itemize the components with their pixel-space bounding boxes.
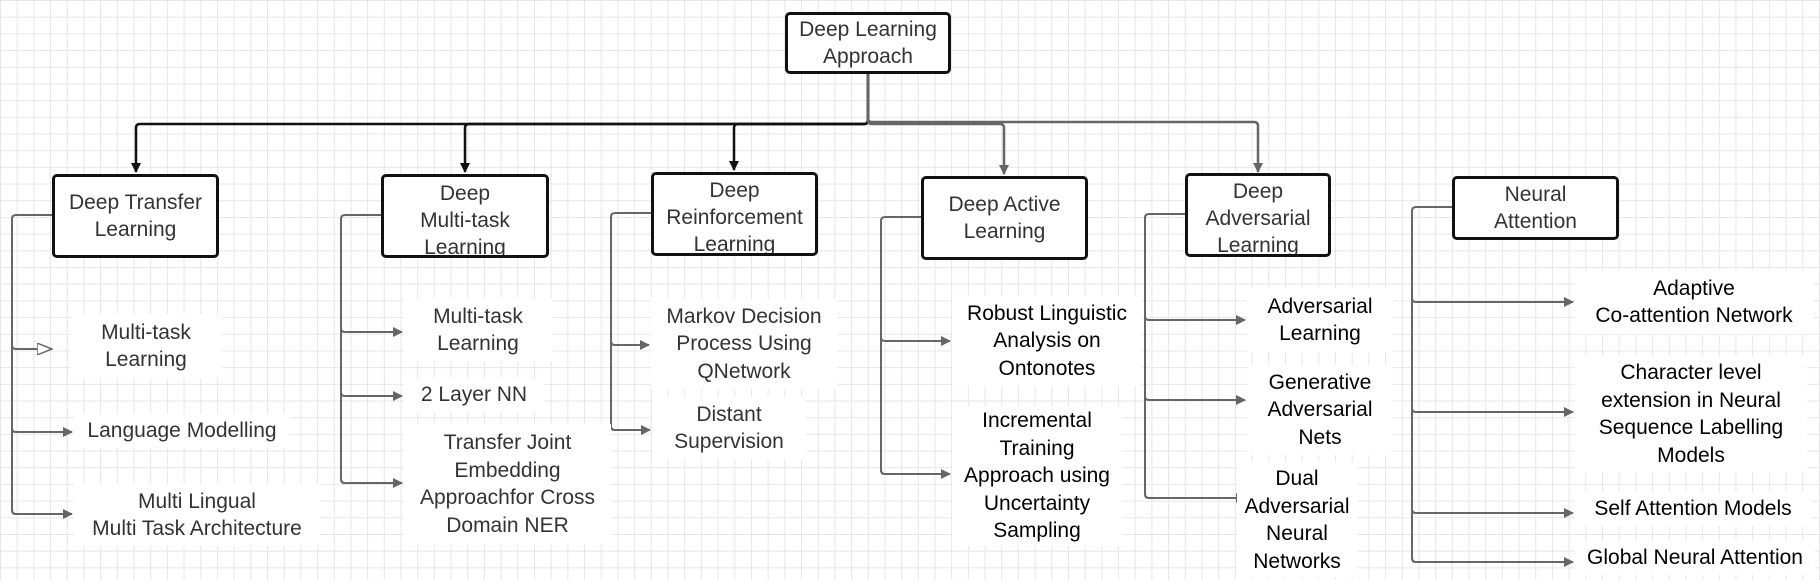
neural-attention-branch-line [1411, 206, 1453, 563]
leaf-incremental-training: Incremental Training Approach using Unce… [952, 406, 1122, 546]
deep-transfer-leaf-2-arrow [11, 427, 73, 437]
leaf-multi-lingual-multi-task-architecture: Multi Lingual Multi Task Architecture [74, 484, 320, 546]
leaf-markov-decision-process: Markov Decision Process Using QNetwork [651, 299, 837, 389]
deep-transfer-branch-line [11, 214, 53, 515]
deep-reinforcement-branch-line [610, 212, 652, 431]
leaf-language-modelling: Language Modelling [74, 414, 290, 448]
category-node-neural-attention[interactable]: Neural Attention [1452, 176, 1619, 240]
deep-reinforcement-leaf-2-arrow [610, 425, 651, 435]
deep-multitask-leaf-1-arrow [340, 327, 403, 337]
category-label: Deep Transfer Learning [68, 191, 203, 241]
leaf-generative-adversarial-nets: Generative Adversarial Nets [1247, 365, 1393, 455]
category-label: Deep Adversarial Learning [1205, 180, 1311, 257]
leaf-robust-linguistic-analysis: Robust Linguistic Analysis on Ontonotes [952, 296, 1142, 386]
category-label: Deep Reinforcement Learning [666, 179, 803, 256]
leaf-2-layer-nn: 2 Layer NN [404, 378, 544, 412]
category-node-deep-adversarial-learning[interactable]: Deep Adversarial Learning [1185, 173, 1331, 257]
leaf-distant-supervision: Distant Supervision [652, 397, 806, 459]
neural-attention-leaf-1-arrow [1411, 297, 1574, 307]
deep-adversarial-branch-line [1144, 213, 1186, 499]
leaf-self-attention-models: Self Attention Models [1575, 492, 1811, 526]
leaf-transfer-joint-embedding: Transfer Joint Embedding Approachfor Cro… [404, 424, 611, 544]
root-node-label: Deep Learning Approach [799, 18, 937, 68]
deep-multitask-leaf-2-arrow [340, 391, 403, 401]
root-to-deep-reinforcement-arrow [729, 72, 870, 171]
deep-multitask-leaf-3-arrow [340, 478, 403, 488]
leaf-multi-task-learning: Multi-task Learning [404, 298, 552, 362]
category-node-deep-active-learning[interactable]: Deep Active Learning [921, 176, 1088, 260]
leaf-dual-adversarial-neural-networks: Dual Adversarial Neural Networks [1237, 462, 1357, 578]
deep-active-branch-line [880, 216, 922, 475]
deep-adversarial-leaf-3-arrow [1144, 493, 1246, 503]
neural-attention-leaf-4-arrow [1411, 557, 1574, 567]
category-node-deep-transfer-learning[interactable]: Deep Transfer Learning [52, 174, 219, 258]
category-label: Deep Active Learning [948, 193, 1061, 243]
leaf-global-neural-attention: Global Neural Attention [1575, 541, 1815, 575]
deep-adversarial-leaf-1-arrow [1144, 315, 1246, 325]
leaf-multi-task-learning: Multi-task Learning [70, 314, 222, 378]
neural-attention-leaf-3-arrow [1411, 508, 1574, 518]
leaf-character-level-extension: Character level extension in Neural Sequ… [1575, 356, 1807, 472]
neural-attention-leaf-2-arrow [1411, 407, 1574, 417]
deep-transfer-leaf-3-arrow [11, 509, 73, 519]
deep-transfer-leaf-1-arrow [11, 345, 52, 349]
deep-reinforcement-leaf-1-arrow [610, 340, 650, 350]
category-label: Neural Attention [1494, 183, 1577, 233]
category-node-deep-reinforcement-learning[interactable]: Deep Reinforcement Learning [651, 172, 818, 256]
root-to-deep-transfer-arrow [131, 72, 870, 173]
deep-adversarial-leaf-2-arrow [1144, 395, 1246, 405]
leaf-adaptive-co-attention-network: Adaptive Co-attention Network [1575, 270, 1813, 334]
root-to-deep-adversarial-arrow [866, 72, 1263, 173]
deep-active-leaf-1-arrow [880, 336, 951, 346]
category-label: Deep Multi-task Learning [420, 182, 510, 258]
category-node-deep-multi-task-learning[interactable]: Deep Multi-task Learning [381, 174, 549, 258]
deep-multitask-branch-line [340, 214, 382, 484]
leaf-adversarial-learning: Adversarial Learning [1247, 288, 1393, 352]
deep-active-leaf-2-arrow [880, 469, 951, 479]
root-to-deep-multitask-arrow [460, 72, 870, 173]
root-node[interactable]: Deep Learning Approach [785, 12, 951, 74]
